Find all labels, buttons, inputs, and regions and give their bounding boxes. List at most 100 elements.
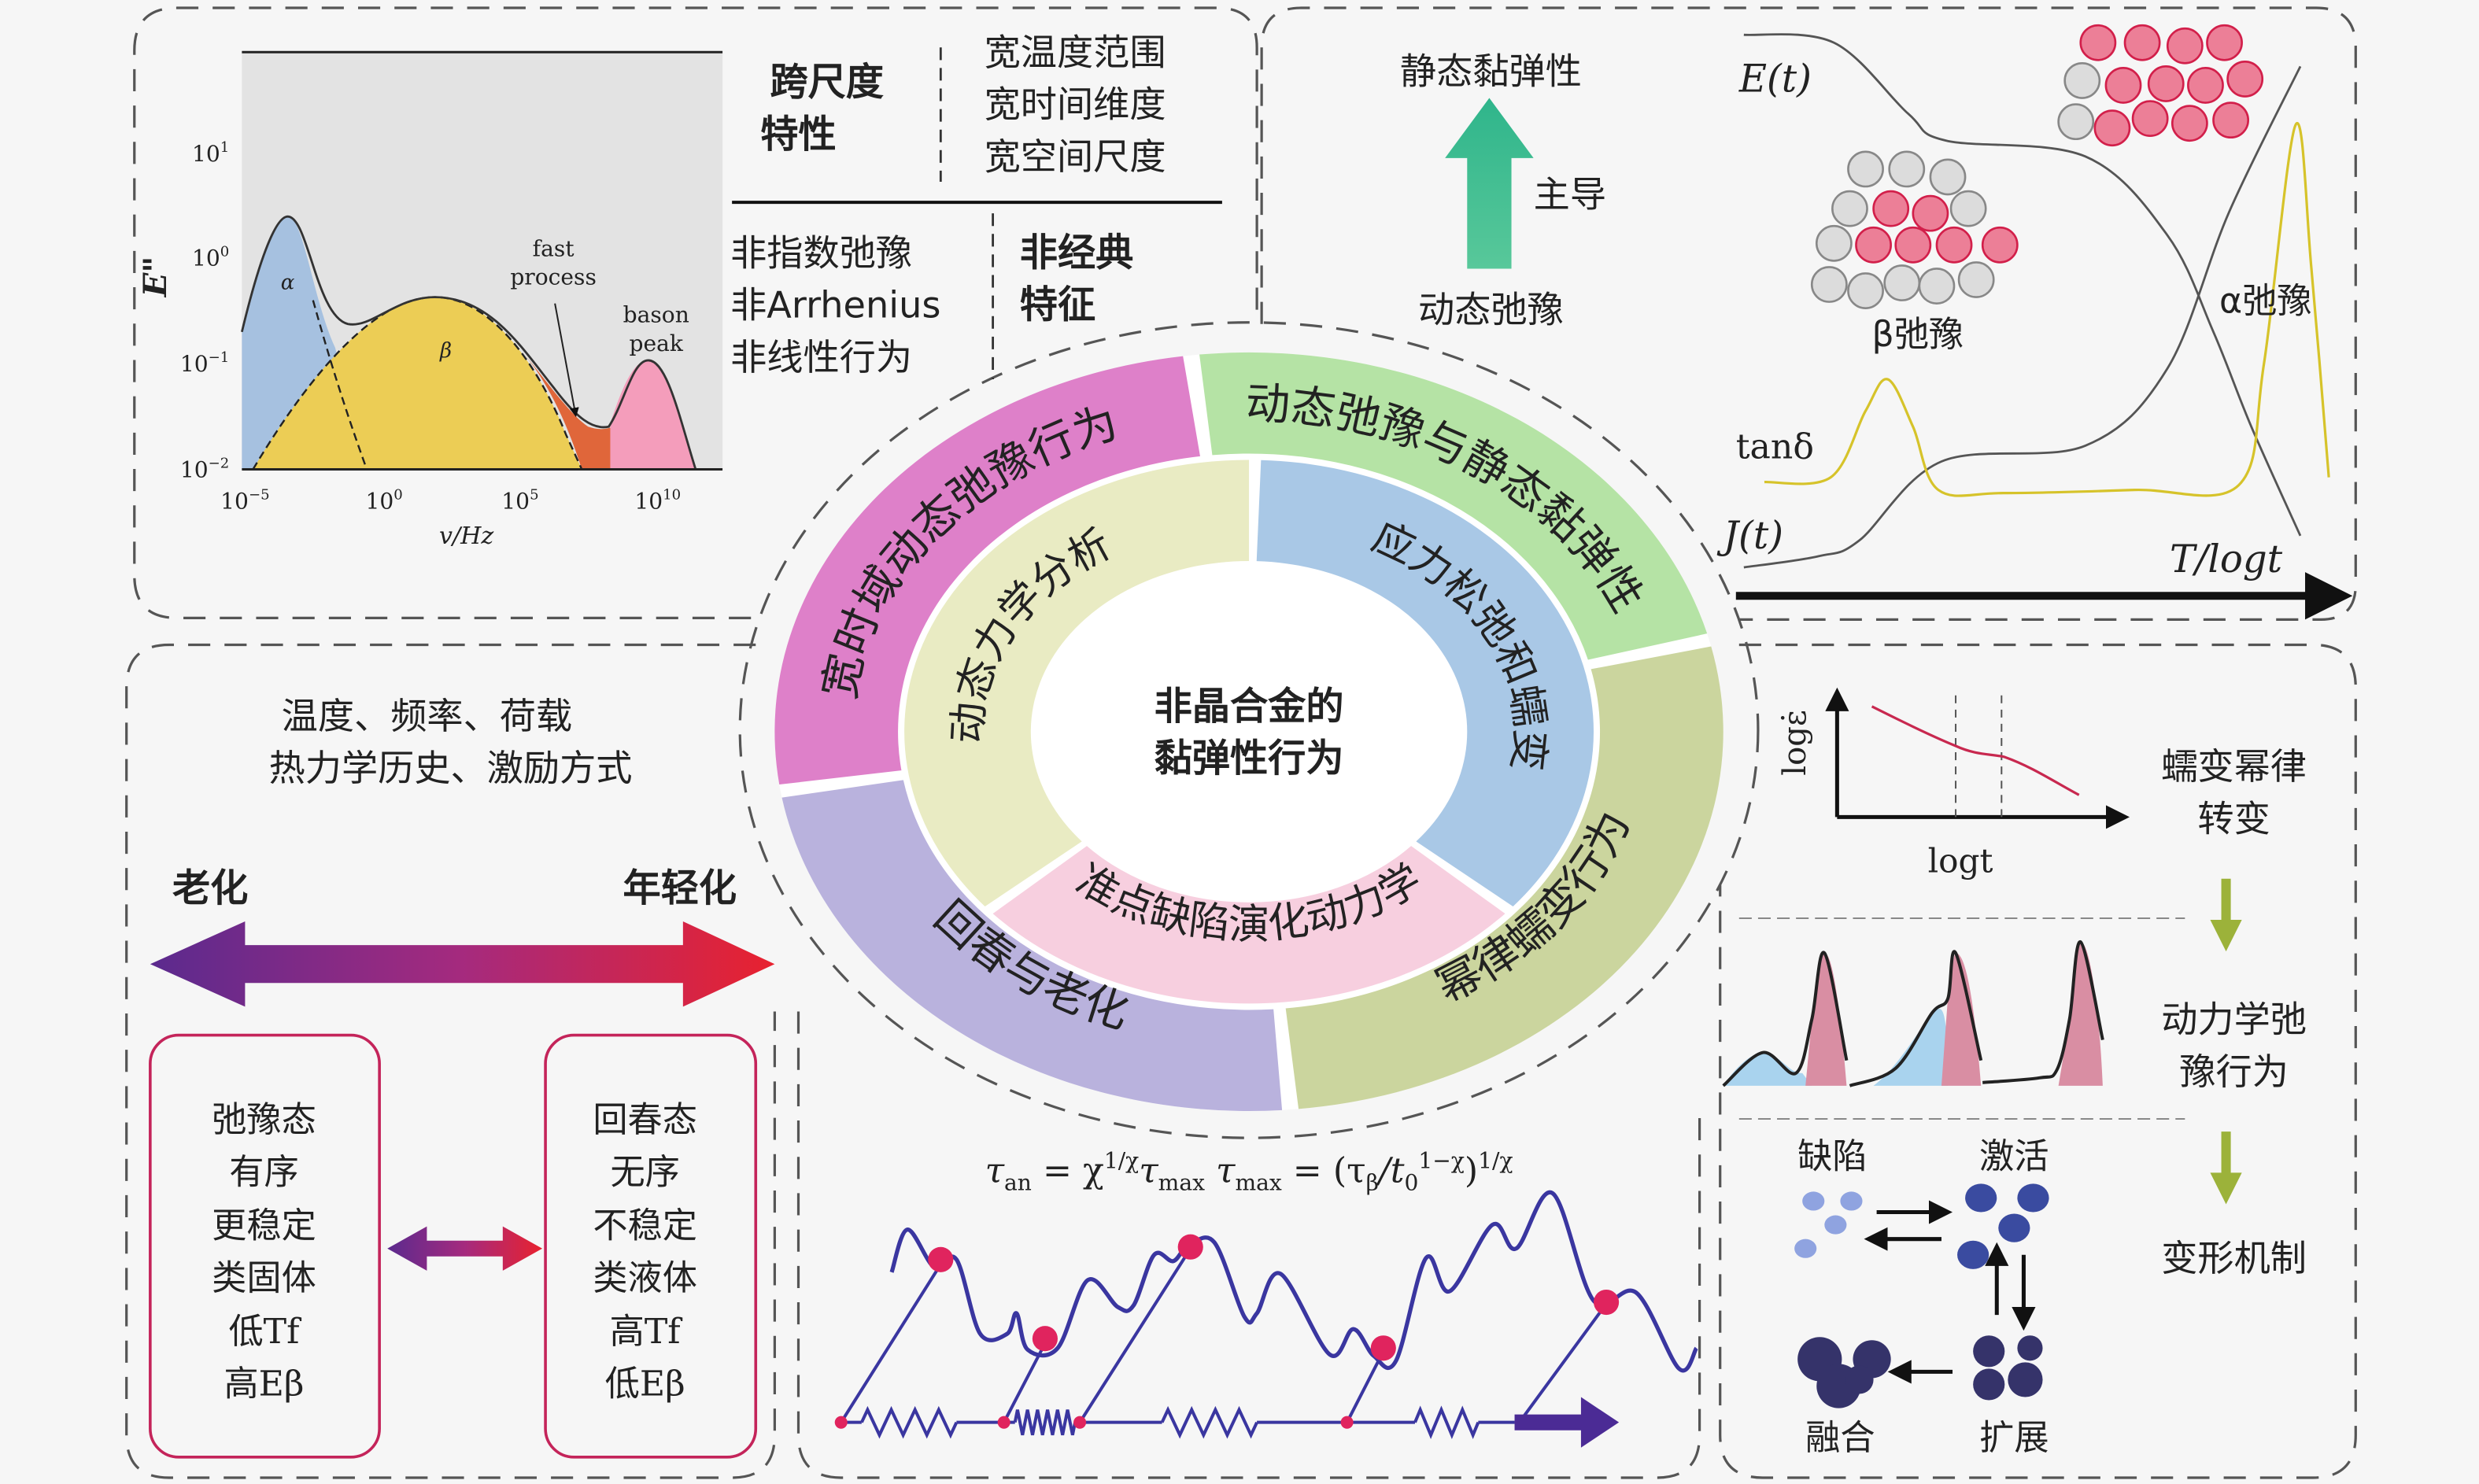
deformation-mechanism-label: 变形机制: [2161, 1237, 2307, 1279]
progress-arrow-icon: [1514, 1397, 1620, 1448]
energy-landscape-curve: [889, 1190, 1698, 1373]
rejuvenated-state-item: 回春态: [593, 1100, 697, 1140]
y-axis-label: E": [137, 257, 174, 298]
modulus-curve: [1743, 33, 2302, 537]
atom: [1815, 224, 1853, 262]
peak-fill: [1805, 953, 1847, 1086]
defect-dot: [1794, 1239, 1817, 1258]
merge-label: 融合: [1805, 1418, 1875, 1458]
beta-relaxation-label: β弛豫: [1872, 315, 1964, 355]
defect-dot: [1840, 1191, 1863, 1211]
inner-ring-segment: [904, 460, 1250, 907]
jump-line: [840, 1263, 943, 1423]
loss-tangent-label: tanδ: [1736, 426, 1814, 467]
expanded-dot: [1973, 1368, 2005, 1401]
inner-ring-segment: [1256, 460, 1594, 907]
atom: [1810, 266, 1848, 303]
rejuvenated-state-item: 不稳定: [593, 1206, 697, 1246]
defect-dot: [1824, 1215, 1847, 1235]
aging-rejuvenation-double-arrow-icon: [150, 921, 775, 1007]
expand-label: 扩展: [1979, 1418, 2049, 1458]
fast-process-arrow: [554, 303, 579, 418]
non-classical-heading: 非经典特征: [1020, 231, 1134, 327]
atom: [1894, 226, 1932, 264]
atom: [2104, 67, 2142, 104]
defect-label: 缺陷: [1797, 1136, 1867, 1176]
jump-line: [1078, 1247, 1192, 1423]
peak-curve: [1722, 951, 1849, 1087]
conditions-line: 温度、频率、荷载: [282, 695, 573, 737]
relaxed-state-item: 类固体: [212, 1258, 316, 1298]
conditions-line: 热力学历史、激励方式: [269, 747, 633, 789]
panel-bottom-left-border: [125, 643, 776, 1479]
compliance-label: J(t): [1716, 514, 1783, 558]
central-title: 非晶合金的黏弹性行为: [1155, 685, 1344, 781]
atom: [2206, 24, 2243, 61]
atom: [1929, 158, 1967, 196]
activation-label: 激活: [1979, 1136, 2049, 1176]
dynamic-relaxation-label: 动态弛豫: [1418, 289, 1564, 331]
atom: [2226, 61, 2264, 98]
atom: [1855, 226, 1892, 264]
cross-scale-item: 宽时间维度: [985, 83, 1166, 126]
inner-ring-segment: [992, 846, 1506, 1004]
envelope-curve: [240, 215, 697, 470]
relaxed-state-item: 弛豫态: [212, 1100, 316, 1140]
rejuvenated-state-box: [544, 1033, 758, 1459]
alpha-atom-cluster: [2057, 24, 2264, 147]
dominant-label: 主导: [1534, 173, 1606, 216]
node: [1073, 1416, 1087, 1429]
atom: [1918, 268, 1956, 305]
atom: [2187, 67, 2224, 104]
compliance-curve: [1743, 65, 2302, 569]
green-up-arrow-icon: [1445, 98, 1534, 269]
rejuvenated-state-item: 类液体: [593, 1258, 697, 1298]
x-axis-label: v/Hz: [439, 522, 494, 550]
node: [1340, 1416, 1354, 1429]
alpha-relaxation-label: α弛豫: [2219, 282, 2312, 322]
state-exchange-arrow-icon: [387, 1226, 543, 1271]
non-classical-item: 非线性行为: [730, 336, 912, 378]
atom: [2063, 62, 2101, 99]
y-tick-label: 10−1: [180, 349, 229, 377]
atom: [2057, 103, 2095, 141]
atom: [2079, 24, 2117, 61]
x-tick-label: 10−5: [220, 487, 269, 515]
static-viscoelasticity-label: 静态黏弹性: [1400, 50, 1582, 92]
x-tick-label: 105: [501, 487, 538, 515]
creep-panel: logε̇ logt 蠕变幂律转变 动力学弛豫行为 变形机制 缺陷 激活 融合 …: [1722, 687, 2307, 1458]
beta-atom-cluster: [1810, 150, 2019, 309]
characteristics-table: 跨尺度特性 宽温度范围 宽时间维度 宽空间尺度 非指数弛豫 非Arrhenius…: [730, 31, 1222, 380]
static-dynamic-relation: 静态黏弹性 主导 动态弛豫: [1400, 50, 1606, 330]
beta-peak-fill: [253, 297, 582, 470]
panel-borders: [125, 6, 2357, 1479]
atom: [2093, 109, 2131, 147]
aging-rejuvenation-panel: 温度、频率、荷载 热力学历史、激励方式 老化 年轻化 弛豫态 有序 更稳定 类固…: [149, 695, 775, 1459]
relaxed-state-item: 有序: [229, 1152, 298, 1192]
bason-peak-fill: [610, 360, 696, 470]
activated-dot: [1998, 1213, 2030, 1242]
panel-top-left-border: [133, 6, 1258, 619]
atom: [1872, 190, 1910, 227]
atom: [1957, 261, 1995, 298]
fast-process-fill: [521, 350, 614, 470]
activated-dot: [1965, 1183, 1997, 1213]
expanded-dot: [2008, 1362, 2043, 1397]
relaxed-state-item: 更稳定: [212, 1206, 316, 1246]
atom: [2131, 100, 2169, 138]
temperature-time-axis-label: T/logt: [2170, 537, 2283, 581]
relaxation-curves-panel: E(t) tanδ J(t) β弛豫 α弛豫 T/logt: [1716, 24, 2353, 620]
alpha-dashed-line: [312, 300, 368, 470]
loss-modulus-spectrum-plot: 101 100 10−1 10−2 10−5 100 105 1010 v/Hz…: [137, 50, 723, 550]
atom: [1883, 264, 1921, 301]
expanded-dot: [1973, 1335, 2005, 1368]
rejuvenated-state-item: 无序: [610, 1152, 679, 1192]
outer-ring-segment: [1199, 352, 1708, 660]
central-ring: 宽时域动态弛豫行为动态弛豫与静态黏弹性幂律蠕变行为回春与老化动态力学分析应力松弛…: [774, 352, 1723, 1111]
atom: [1912, 194, 1949, 232]
strain-rate-curve: [1871, 705, 2080, 796]
rejuvenation-label: 年轻化: [623, 866, 737, 910]
non-classical-item: 非Arrhenius: [730, 284, 940, 327]
